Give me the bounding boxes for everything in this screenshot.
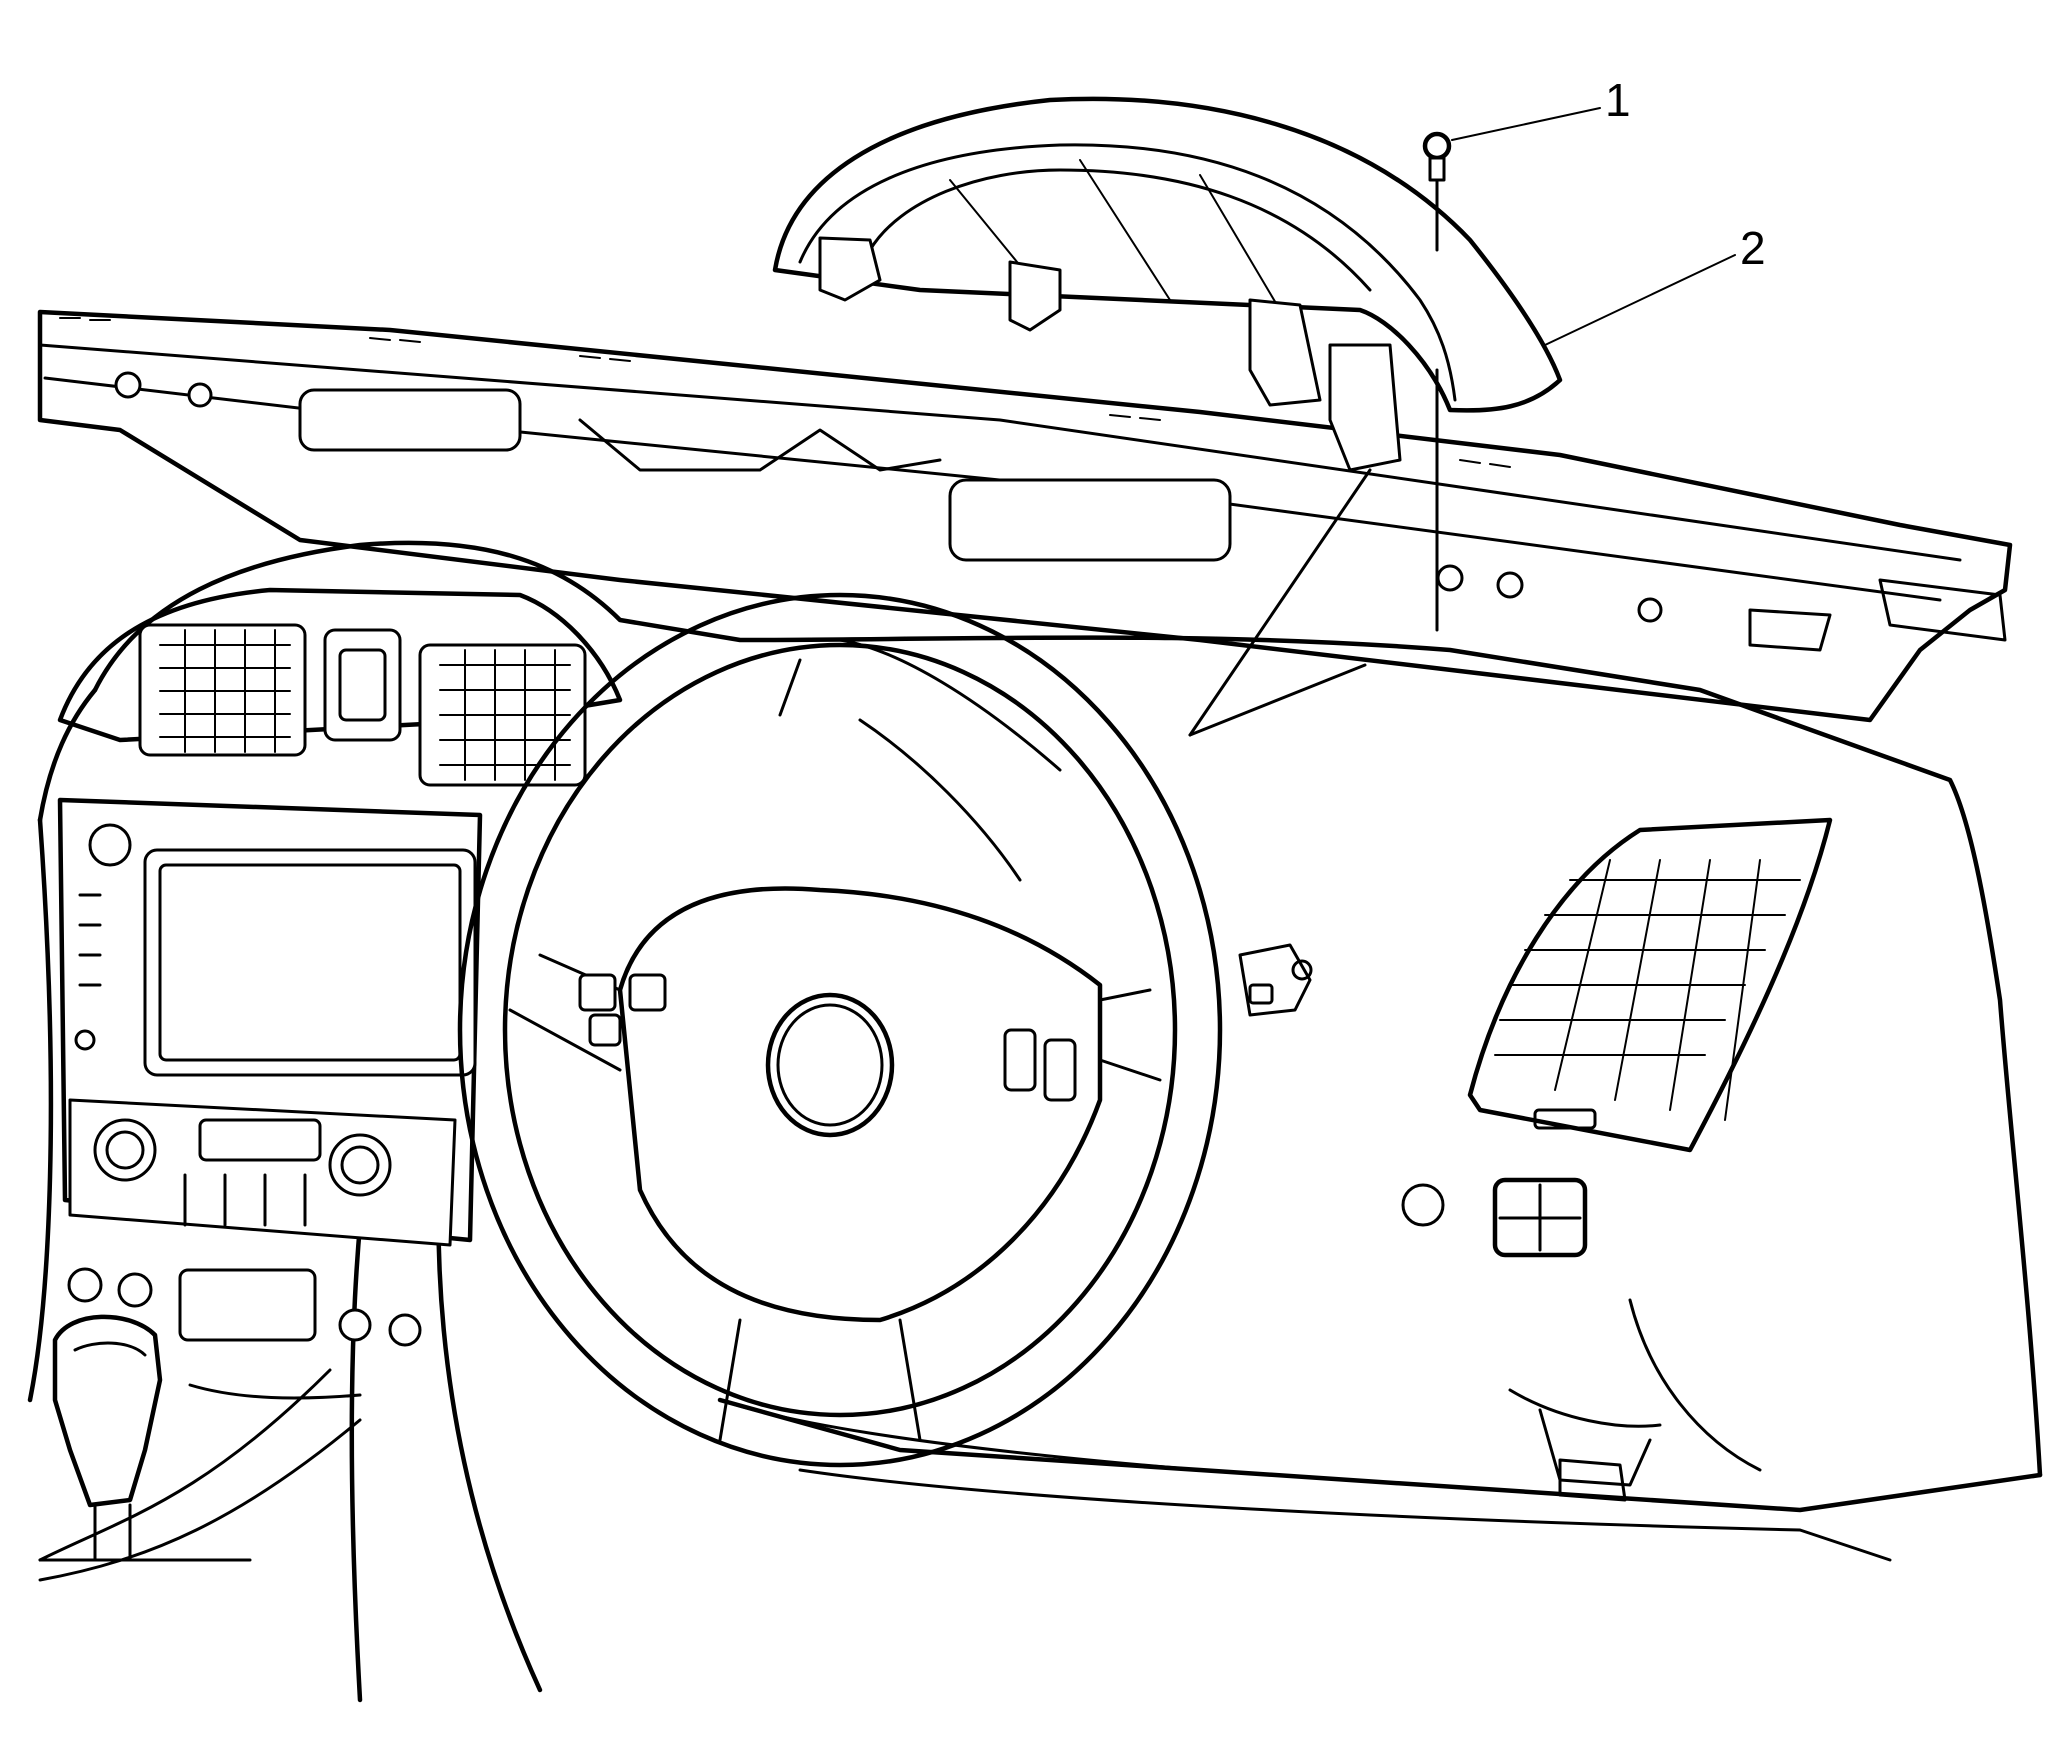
center-stack [57, 587, 623, 1400]
right-air-vent [1467, 817, 1833, 1153]
installation-guide-lines [1188, 203, 1439, 737]
steering-wheel [457, 592, 1223, 1468]
lower-knee-bolster [1508, 1298, 1762, 1502]
callout-number-1: 1 [1605, 74, 1631, 126]
callout-1: 1 [1451, 74, 1631, 141]
headlamp-switch [1401, 1177, 1588, 1258]
callout-number-2: 2 [1740, 222, 1766, 274]
fastener-screw [1422, 131, 1452, 207]
cluster-trim-hood [772, 96, 1563, 472]
gear-shifter [38, 1314, 252, 1562]
callout-2: 2 [1544, 222, 1766, 346]
ignition-switch [1238, 943, 1313, 1017]
